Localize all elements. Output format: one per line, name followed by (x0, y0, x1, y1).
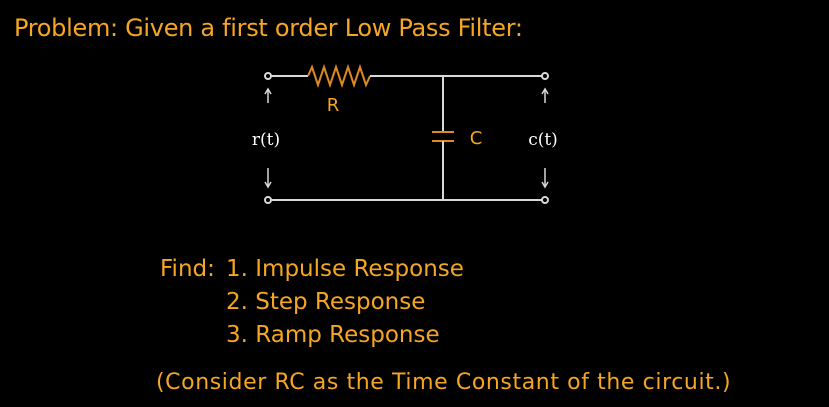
output-arrow-down-head (541, 181, 549, 189)
find-label: Find: (160, 256, 215, 282)
find-section: Find: 1. Impulse Response 2. Step Respons… (160, 253, 464, 352)
output-terminal-top (541, 72, 549, 80)
input-terminal-top (264, 72, 272, 80)
problem-title: Problem: Given a first order Low Pass Fi… (14, 14, 523, 42)
find-row-3: 3. Ramp Response (160, 319, 464, 352)
resistor-label: R (327, 95, 340, 116)
input-terminal-bottom (264, 196, 272, 204)
output-signal-label: c(t) (528, 130, 558, 150)
output-arrow-up-head (541, 87, 549, 95)
capacitor-label: C (470, 128, 483, 149)
resistor (307, 63, 371, 89)
input-signal-label: r(t) (252, 130, 280, 150)
time-constant-note: (Consider RC as the Time Constant of the… (156, 370, 732, 395)
find-row-2: 2. Step Response (160, 286, 464, 319)
input-arrow-down-head (264, 181, 272, 189)
input-arrow-up-head (264, 87, 272, 95)
find-item-step: 2. Step Response (226, 289, 426, 315)
output-terminal-bottom (541, 196, 549, 204)
find-item-impulse: 1. Impulse Response (226, 256, 464, 282)
find-item-ramp: 3. Ramp Response (226, 322, 440, 348)
find-row-1: Find: 1. Impulse Response (160, 253, 464, 286)
